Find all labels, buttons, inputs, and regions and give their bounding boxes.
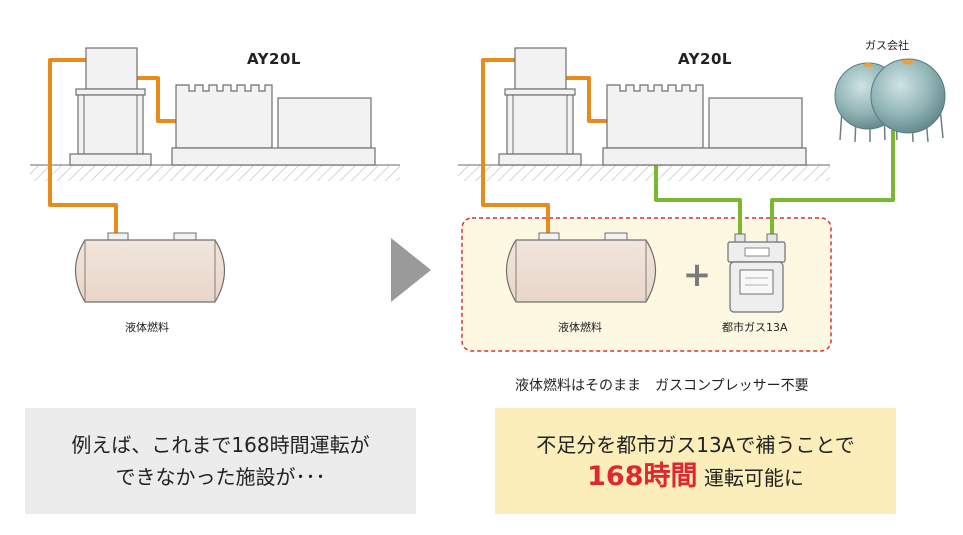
left-ground: [30, 164, 400, 181]
caption-right-line2: 168時間 運転可能に: [587, 461, 804, 494]
right-ground: [458, 164, 830, 181]
transition-arrow: [391, 238, 431, 302]
gas-meter-label: 都市ガス13A: [722, 321, 788, 334]
caption-right-line2-rest: 運転可能に: [703, 465, 804, 490]
right-tank-label: 液体燃料: [558, 321, 602, 334]
left-fuel-pipe-link: [137, 76, 176, 123]
right-fuel-tank: [506, 232, 656, 303]
caption-right-highlight: 168時間: [587, 460, 698, 492]
caption-right: 不足分を都市ガス13Aで補うことで 168時間 運転可能に: [495, 408, 896, 514]
right-pump-unit: [498, 47, 582, 166]
caption-left-line2: できなかった施設が･･･: [115, 465, 326, 489]
left-fuel-pipe: [48, 58, 118, 236]
caption-left-line1: 例えば、これまで168時間運転が: [71, 433, 370, 457]
caption-left: 例えば、これまで168時間運転が できなかった施設が･･･: [25, 408, 416, 514]
left-fuel-tank: [75, 232, 225, 303]
right-fuel-pipe-link: [566, 76, 607, 123]
right-fuel-pipe: [481, 58, 550, 236]
gas-pipe-from-supplier: [770, 130, 895, 238]
no-compressor-note: 液体燃料はそのまま ガスコンプレッサー不要: [515, 378, 809, 394]
plus-sign: +: [683, 255, 712, 295]
left-tank-label: 液体燃料: [125, 321, 169, 334]
gas-company-label: ガス会社: [865, 39, 909, 52]
gas-meter-icon: [727, 233, 786, 313]
caption-right-line1: 不足分を都市ガス13Aで補うことで: [536, 432, 855, 457]
left-generator: [171, 84, 376, 166]
gas-holder-icon: [834, 58, 946, 143]
right-generator: [602, 84, 807, 166]
left-model-label: AY20L: [247, 50, 301, 68]
right-model-label: AY20L: [678, 50, 732, 68]
left-pump-unit: [69, 47, 152, 166]
